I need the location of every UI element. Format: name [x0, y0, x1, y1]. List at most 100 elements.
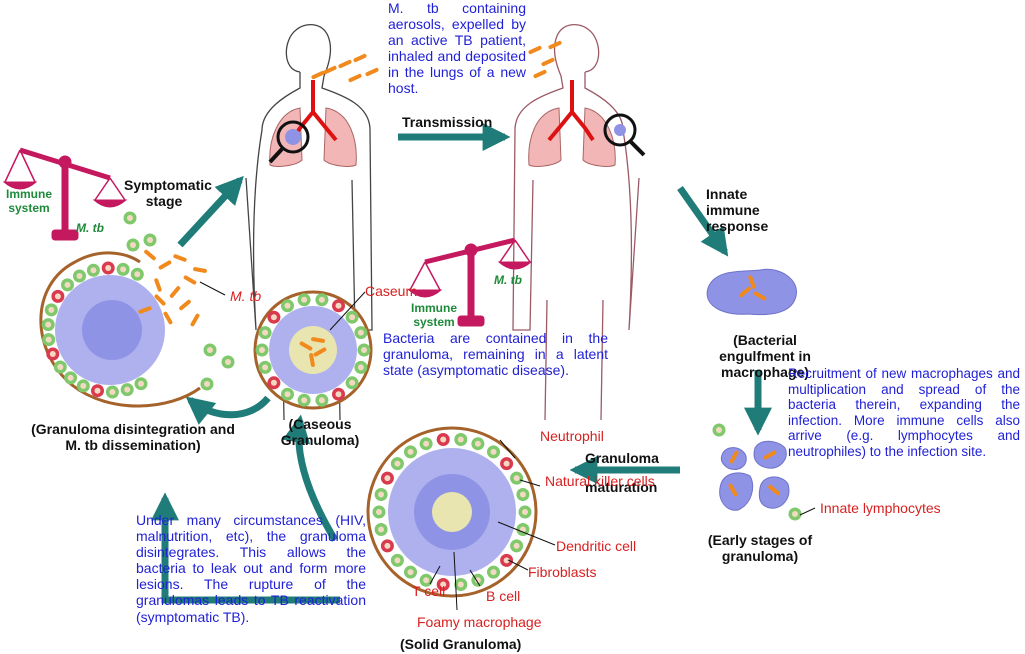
immune-cell: [258, 326, 272, 340]
fibroblasts-label: Fibroblasts: [528, 564, 597, 580]
immune-cell: [510, 539, 524, 553]
immune-cell: [134, 377, 148, 391]
immune-cell: [518, 505, 532, 519]
immune-cell: [354, 326, 368, 340]
immune-cell: [281, 299, 294, 313]
recruitment-description: Recruitment of new macrophages and multi…: [788, 366, 1020, 459]
innate-response-label: Innate immune response: [706, 186, 769, 235]
immune-cell: [297, 293, 311, 307]
magnifier-right-icon: [603, 113, 637, 147]
immune-cell: [487, 565, 500, 579]
label-pointers: [199, 281, 816, 611]
immune-cell: [76, 379, 90, 393]
immune-cell: [315, 293, 329, 307]
immune-cell: [419, 437, 433, 451]
immune-cell: [510, 471, 524, 485]
immune-cell: [516, 488, 530, 501]
mtb-center-scale-label: M. tb: [494, 273, 522, 287]
symptomatic-stage-label: Symptomatic stage: [124, 177, 212, 210]
granuloma-maturation-label-1: Granuloma: [585, 450, 659, 466]
neutrophil-label: Neutrophil: [540, 428, 604, 444]
immune-system-left-label: Immune system: [5, 187, 52, 215]
immune-cell: [332, 299, 345, 313]
immune-cell: [436, 433, 450, 446]
immune-cell: [101, 261, 115, 275]
b-cell-label: B cell: [486, 588, 521, 604]
t-cell-label: T cell: [412, 583, 446, 599]
bacterium: [168, 285, 182, 299]
bacterium: [189, 312, 201, 328]
immune-cell: [267, 376, 281, 390]
bacterium: [157, 259, 173, 271]
immune-cell: [267, 310, 281, 324]
immune-cell: [255, 343, 269, 357]
immune-cell: [380, 471, 394, 485]
immune-cell: [374, 523, 388, 536]
immune-cell: [332, 387, 345, 401]
granuloma-maturation-label-2: maturation: [585, 479, 658, 495]
reactivation-description: Under many circumstances (HIV, malnutrit…: [136, 512, 366, 625]
immune-system-center-label: Immune system: [410, 301, 457, 329]
nk-cells-label: Natural killer cells: [545, 473, 655, 489]
engulfment-label: (Bacterial engulfment in macrophage): [719, 332, 811, 381]
immune-cell: [390, 457, 404, 471]
immune-cell: [64, 371, 78, 385]
balance-scale-center: [407, 237, 533, 327]
immune-cell: [105, 385, 119, 399]
aerosol-left: [310, 53, 380, 83]
bacterium: [153, 277, 163, 293]
caseous-granuloma: [253, 290, 373, 410]
balance-scale-left: [2, 147, 128, 241]
caseum-label: Caseum: [365, 283, 418, 299]
reactivation-arrow-right: [282, 414, 339, 542]
lungs-right: [528, 80, 646, 167]
immune-cell: [372, 505, 386, 519]
immune-cell: [61, 278, 74, 292]
caseous-granuloma-label: (Caseous Granuloma): [280, 416, 360, 449]
bacterium: [143, 248, 157, 262]
immune-cell: [281, 387, 294, 401]
foamy-macrophage-label: Foamy macrophage: [417, 614, 542, 630]
immune-cell: [404, 445, 417, 459]
mtb-left-scale-label: M. tb: [76, 221, 104, 235]
immune-cell: [471, 437, 485, 451]
immune-cell: [73, 269, 86, 283]
immune-cell: [42, 333, 56, 347]
immune-cell: [454, 433, 468, 446]
immune-cell: [120, 383, 134, 397]
early-granuloma: [712, 423, 802, 521]
immune-cell: [315, 393, 329, 407]
solid-granuloma: [366, 426, 538, 598]
disintegration-arrow: [185, 395, 271, 425]
innate-lymphocytes-label: Innate lymphocytes: [820, 500, 941, 516]
magnifier-left-icon: [276, 120, 310, 154]
immune-cell: [354, 360, 368, 374]
latent-state-description: Bacteria are contained in the granuloma,…: [383, 330, 608, 379]
immune-cell: [41, 318, 55, 332]
immune-cell: [44, 303, 58, 317]
immune-cell: [380, 539, 394, 553]
bacterium: [172, 253, 188, 263]
bacterium: [192, 266, 208, 274]
immune-cell: [357, 343, 371, 357]
disintegration-label: (Granuloma disintegration and M. tb diss…: [31, 421, 235, 454]
symptomatic-arrow: [177, 175, 244, 248]
lungs-left: [268, 80, 357, 167]
engulfing-macrophage: [706, 268, 797, 316]
bacterium: [182, 274, 198, 286]
new-host-right: [512, 24, 640, 421]
early-stages-label: (Early stages of granuloma): [707, 532, 813, 565]
immune-cell: [297, 393, 311, 407]
immune-cell: [345, 376, 359, 390]
immune-cell: [258, 360, 272, 374]
innate-response-arrow: [677, 185, 729, 257]
immune-cell: [51, 289, 65, 303]
immune-cell: [46, 347, 60, 361]
immune-cell: [390, 553, 404, 567]
aerosol-right: [527, 40, 563, 79]
transmission-label: Transmission: [402, 114, 493, 130]
immune-cell: [86, 263, 100, 277]
aerosol-description: M. tb containing aerosols, expelled by a…: [388, 0, 526, 97]
immune-cell: [500, 553, 514, 567]
